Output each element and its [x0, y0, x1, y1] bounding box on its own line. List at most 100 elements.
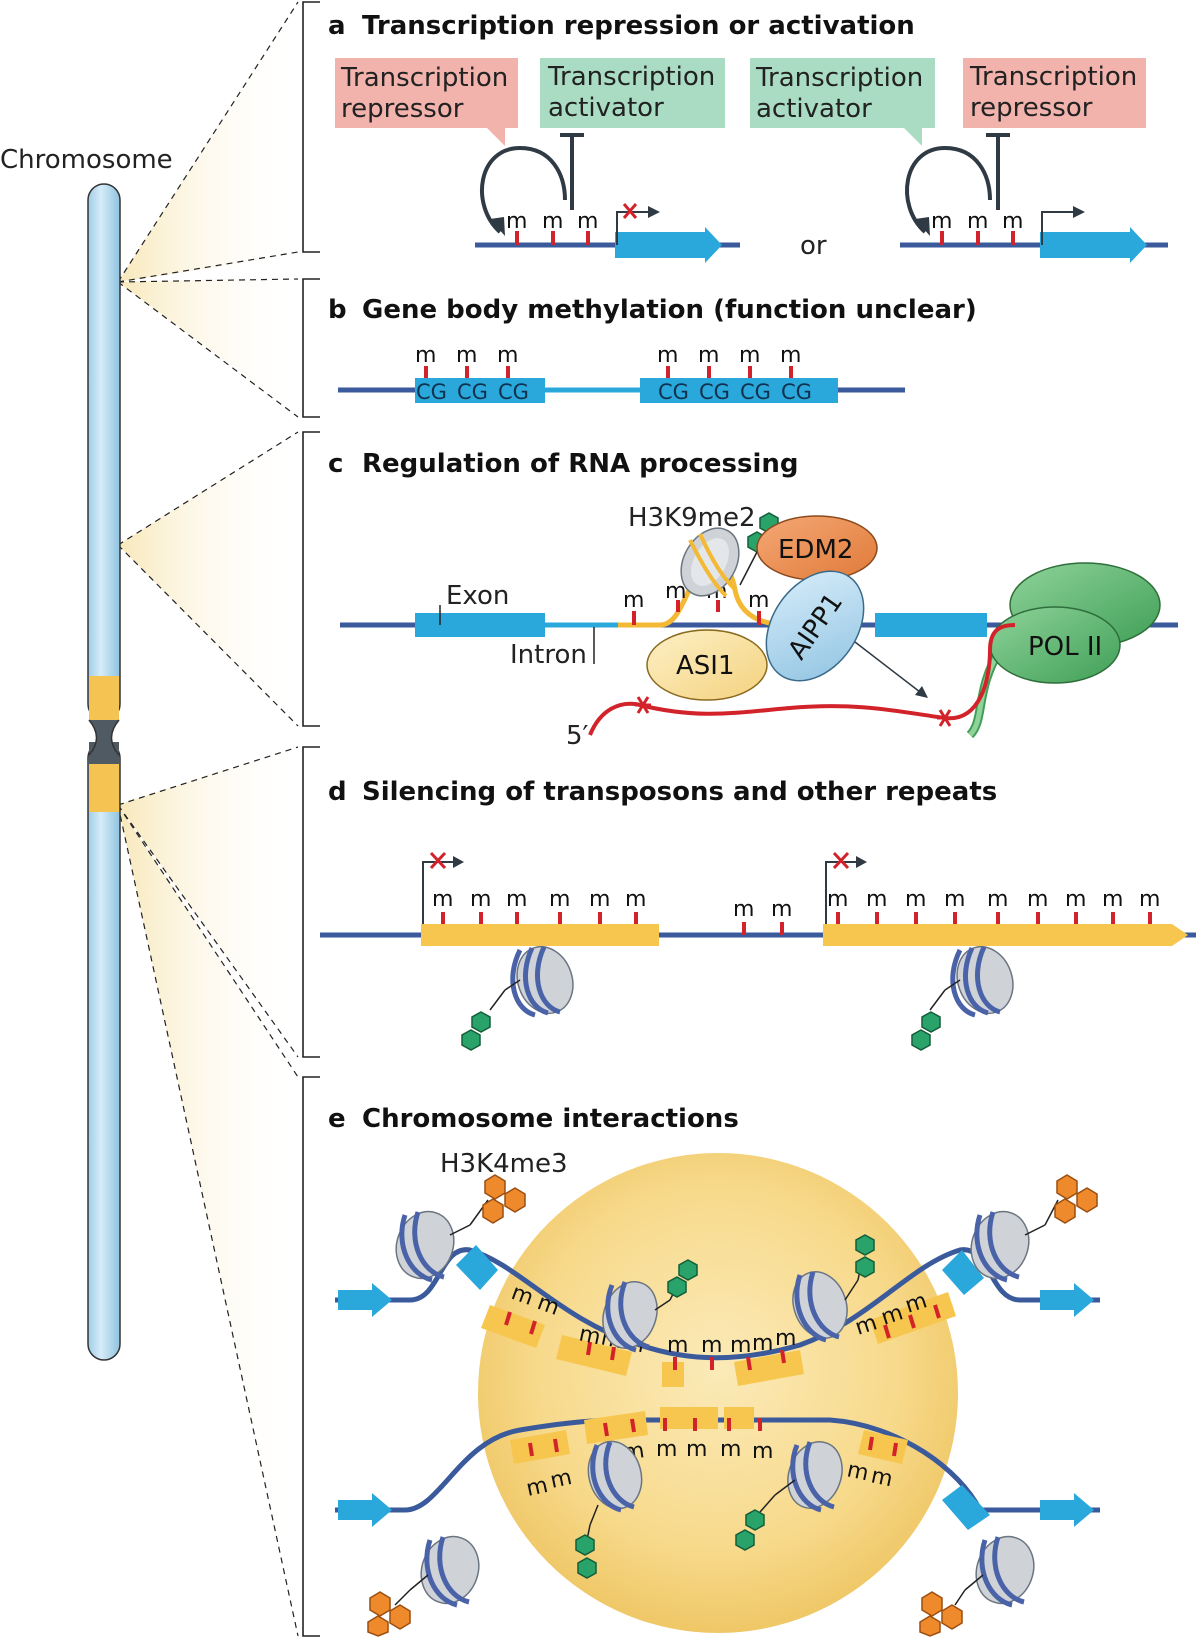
- panel-b: b Gene body methylation (function unclea…: [328, 295, 977, 404]
- asi1-label: ASI1: [676, 651, 735, 681]
- panel-a: a Transcription repression or activation…: [328, 11, 1168, 263]
- aipp1-protein: AIPP1: [765, 570, 865, 682]
- methyl-mark: m: [470, 887, 491, 912]
- panel-brackets: [302, 1, 320, 1637]
- transposon-block: [421, 924, 659, 946]
- arrow-icon: [854, 641, 928, 698]
- panel-c: c Regulation of RNA processing Exon Intr…: [328, 449, 1178, 751]
- exon-block: [875, 613, 987, 637]
- panel-b-title: Gene body methylation (function unclear): [362, 295, 977, 325]
- panel-d-title: Silencing of transposons and other repea…: [362, 777, 997, 807]
- gene-arrow: [942, 1485, 990, 1530]
- methyl-mark: m: [432, 887, 453, 912]
- cg-label: CG: [781, 380, 812, 404]
- methyl-mark: m: [686, 1437, 707, 1462]
- methyl-mark: m: [415, 343, 436, 368]
- exon-block: [415, 378, 545, 403]
- cg-label: CG: [416, 380, 447, 404]
- gene-arrow: [456, 1245, 498, 1290]
- or-label: or: [800, 231, 827, 261]
- asi1-protein: ASI1: [646, 629, 768, 701]
- methyl-mark: m: [589, 887, 610, 912]
- methyl-mark: m: [625, 887, 646, 912]
- repressor-label-right-2: repressor: [970, 93, 1093, 123]
- blocked-x-icon: [622, 203, 638, 219]
- gene-arrow: [1040, 1283, 1094, 1317]
- nucleosome: [394, 1535, 480, 1608]
- methyl-mark: m: [967, 209, 988, 234]
- methyl-mark: m: [657, 343, 678, 368]
- methyl-mark: m: [623, 588, 644, 613]
- methyl-mark: m: [752, 1331, 773, 1356]
- edm2-label: EDM2: [778, 535, 853, 565]
- panel-c-title: Regulation of RNA processing: [362, 449, 799, 479]
- methyl-mark: m: [1027, 887, 1048, 912]
- methyl-mark: m: [656, 1437, 677, 1462]
- methyl-mark: m: [775, 1326, 796, 1351]
- repressor-box-left: Transcription repressor: [335, 58, 518, 146]
- hexagon-icon: [911, 1011, 941, 1051]
- intron-label: Intron: [510, 640, 587, 670]
- chromosome-fans: [117, 0, 299, 1638]
- methyl-mark: m: [730, 1333, 751, 1358]
- methyl-mark: m: [548, 1465, 574, 1494]
- panel-d: d Silencing of transposons and other rep…: [320, 777, 1196, 1051]
- panel-c-letter: c: [328, 449, 343, 479]
- h3k4me3-label: H3K4me3: [440, 1149, 568, 1179]
- panel-d-letter: d: [328, 777, 347, 807]
- nucleosome: [759, 1441, 843, 1513]
- five-prime-label: 5′: [566, 721, 589, 751]
- pol2-label: POL II: [1028, 632, 1102, 662]
- cg-label: CG: [699, 380, 730, 404]
- blocked-x-icon: [429, 851, 447, 870]
- chromosome: [87, 183, 121, 1361]
- interaction-hub: [478, 1153, 958, 1633]
- methyl-mark: m: [542, 209, 563, 234]
- methyl-mark: m: [577, 1321, 603, 1350]
- methyl-mark: m: [752, 1439, 773, 1464]
- panel-a-letter: a: [328, 11, 346, 41]
- methyl-mark: m: [866, 887, 887, 912]
- methyl-mark: m: [665, 579, 686, 604]
- regulation-diagram-right: m m m: [900, 133, 1168, 263]
- hexagon-cluster-icon: [482, 1174, 526, 1224]
- splice-site-star-icon: [635, 696, 953, 727]
- gene-arrow: [338, 1493, 392, 1527]
- methyl-mark: m: [931, 209, 952, 234]
- methyl-mark: m: [987, 887, 1008, 912]
- repressor-label-left-1: Transcription: [340, 63, 508, 93]
- nucleosome: [970, 1199, 1059, 1283]
- hexagon-icon: [855, 1234, 875, 1278]
- edm2-protein: EDM2: [756, 515, 878, 581]
- cg-label: CG: [498, 380, 529, 404]
- nucleosome: [586, 1440, 643, 1541]
- methyl-mark: m: [905, 887, 926, 912]
- methyl-mark: m: [845, 1457, 871, 1486]
- nucleosome: [489, 945, 574, 1018]
- methyl-mark: m: [456, 343, 477, 368]
- cg-label: CG: [457, 380, 488, 404]
- nucleosome: [954, 1535, 1035, 1608]
- nucleosome: [792, 1259, 863, 1343]
- repressor-label-right-1: Transcription: [969, 62, 1137, 92]
- blocked-x-icon: [832, 851, 850, 870]
- panel-b-letter: b: [328, 295, 347, 325]
- methyl-mark: m: [1139, 887, 1160, 912]
- methyl-mark: m: [549, 887, 570, 912]
- repressor-label-left-2: repressor: [341, 94, 464, 124]
- panel-a-title: Transcription repression or activation: [362, 11, 915, 41]
- exon-block: [640, 378, 838, 403]
- methyl-mark: m: [506, 209, 527, 234]
- exon-block: [415, 613, 545, 637]
- methyl-mark: m: [698, 343, 719, 368]
- methyl-mark: m: [780, 343, 801, 368]
- hexagon-icon: [735, 1509, 765, 1551]
- hexagon-icon: [461, 1011, 491, 1051]
- methyl-mark: m: [667, 1333, 688, 1358]
- gene-arrow: [338, 1283, 392, 1317]
- transposon-block: [823, 924, 1188, 946]
- methyl-mark: m: [1065, 887, 1086, 912]
- activator-label-right-1: Transcription: [755, 63, 923, 93]
- activator-box-right: Transcription activator: [750, 58, 935, 146]
- methyl-mark: m: [1102, 887, 1123, 912]
